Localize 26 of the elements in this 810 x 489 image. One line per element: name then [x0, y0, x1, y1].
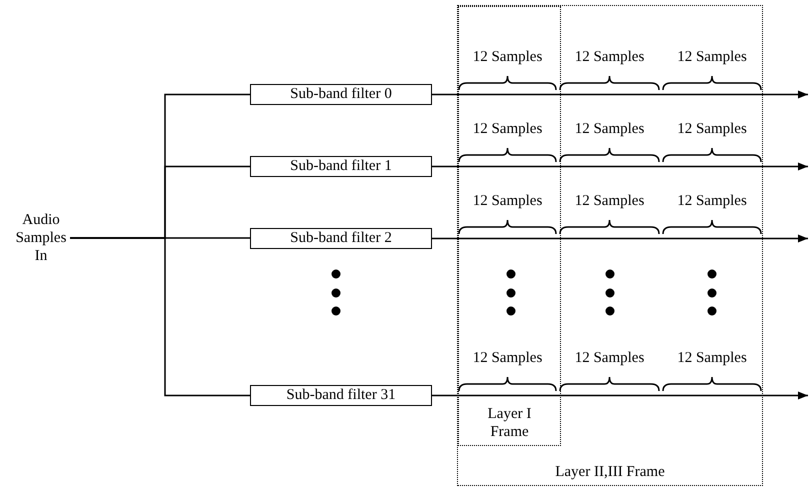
- filter-box: Sub-band filter 1: [250, 156, 432, 177]
- input-label: Audio Samples In: [12, 205, 70, 271]
- frame-box: [457, 5, 763, 486]
- output-arrow: [432, 234, 808, 242]
- sample-count-label: 12 Samples: [676, 193, 748, 210]
- frame-label: Layer II,III Frame: [554, 463, 666, 481]
- sample-count-label: 12 Samples: [574, 121, 646, 138]
- output-arrow: [432, 90, 808, 98]
- sample-count-label: 12 Samples: [574, 350, 646, 367]
- sample-count-label: 12 Samples: [472, 49, 544, 66]
- sample-count-label: 12 Samples: [676, 350, 748, 367]
- sample-count-label: 12 Samples: [472, 350, 544, 367]
- sample-count-label: 12 Samples: [472, 193, 544, 210]
- filter-box: Sub-band filter 0: [250, 84, 432, 105]
- frame-label: Layer I Frame: [486, 405, 532, 441]
- sample-count-label: 12 Samples: [574, 193, 646, 210]
- sample-count-label: 12 Samples: [574, 49, 646, 66]
- frame-box: [458, 6, 561, 446]
- sample-count-label: 12 Samples: [676, 49, 748, 66]
- output-arrow: [432, 392, 808, 400]
- filter-box: Sub-band filter 31: [250, 385, 432, 406]
- connector-line: [70, 237, 250, 396]
- sample-count-label: 12 Samples: [472, 121, 544, 138]
- sample-count-label: 12 Samples: [676, 121, 748, 138]
- filter-box: Sub-band filter 2: [250, 228, 432, 249]
- output-arrow: [432, 162, 808, 170]
